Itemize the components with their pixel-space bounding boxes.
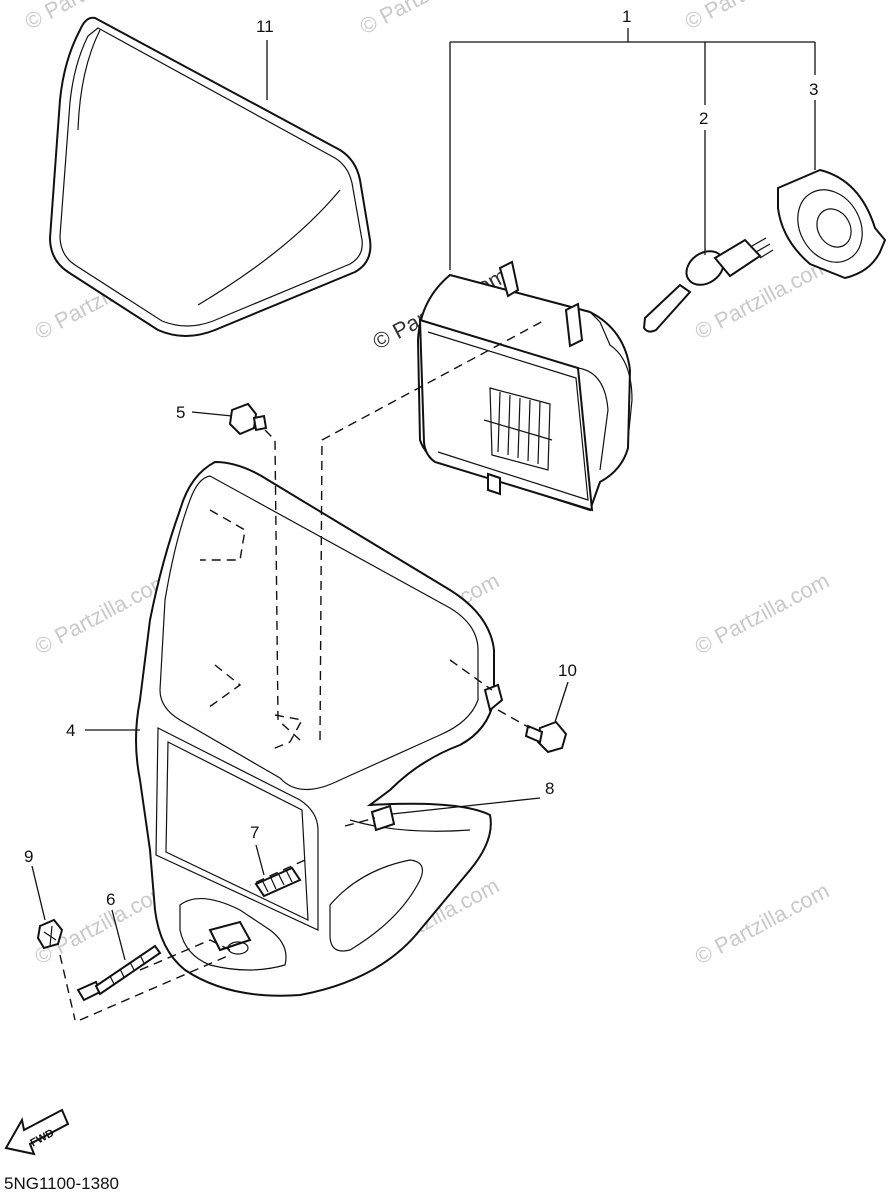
callout-10: 10 <box>558 661 577 680</box>
callout-1: 1 <box>622 7 631 26</box>
diagram-code: 5NG1100-1380 <box>4 1174 119 1193</box>
hardware-parts <box>36 402 568 1002</box>
callout-9: 9 <box>24 847 33 866</box>
fwd-arrow-icon: FWD <box>4 1108 70 1156</box>
assembly-dash-lines <box>59 319 546 1021</box>
callout-4: 4 <box>66 721 75 740</box>
callout-3: 3 <box>809 80 818 99</box>
callout-11: 11 <box>256 17 274 36</box>
watermark: © Partzilla.com <box>356 0 499 39</box>
nut-8-part <box>370 804 396 832</box>
headlight-unit-part <box>416 260 633 512</box>
watermark: © Partzilla.com <box>691 878 834 970</box>
watermark: © Partzilla.com <box>691 568 834 660</box>
callout-6: 6 <box>106 890 115 909</box>
callout-7: 7 <box>250 823 259 842</box>
cowling-part <box>135 460 504 997</box>
screw-9-part <box>36 918 64 950</box>
callout-labels: 1 2 3 4 5 6 7 8 9 10 11 <box>24 7 818 909</box>
headlight-bulb-part <box>642 237 774 333</box>
callout-2: 2 <box>699 109 708 128</box>
bolt-5-part <box>228 402 258 436</box>
leader-lines <box>31 28 816 961</box>
bulb-socket-cover-part <box>777 168 887 280</box>
callout-5: 5 <box>176 403 185 422</box>
windscreen-part <box>48 16 372 337</box>
callout-8: 8 <box>545 779 554 798</box>
screw-10-part <box>536 720 568 754</box>
watermark: © Partzilla.com <box>681 0 824 34</box>
